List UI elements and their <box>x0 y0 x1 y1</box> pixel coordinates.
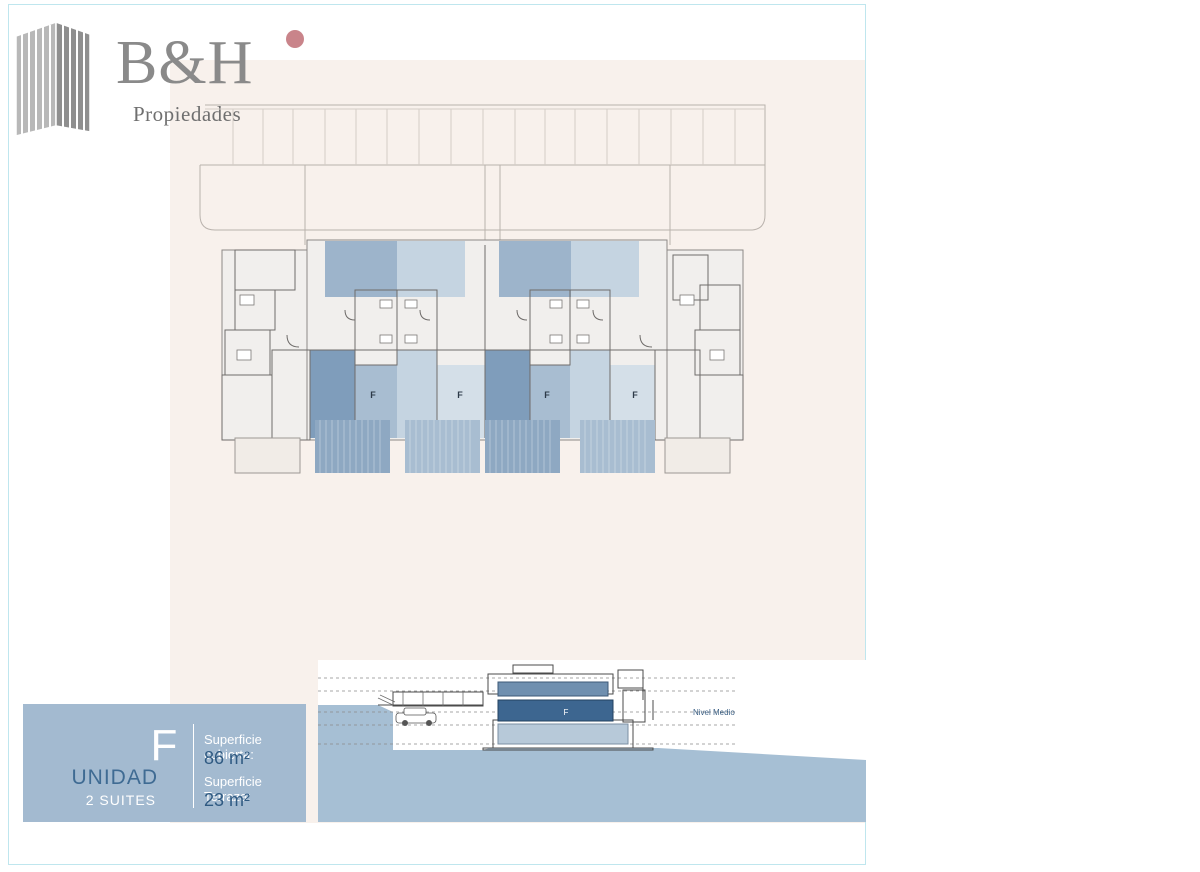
terrace-decking <box>319 420 646 473</box>
covered-area-label: Superficie cubierta: <box>204 732 262 762</box>
terrace-area-label: Superficie Terraza: <box>204 774 262 804</box>
upper-level-band <box>497 681 609 697</box>
unit-label: F <box>370 390 376 400</box>
terraces <box>234 420 731 474</box>
info-divider <box>193 724 194 808</box>
brand-logo: B&H Propiedades <box>12 14 312 144</box>
highlight-unit-band <box>497 699 614 722</box>
brand-subtitle: Propiedades <box>133 102 242 126</box>
section-unit-label: F <box>564 708 569 717</box>
ramp-lines <box>377 692 464 706</box>
car-icon <box>395 707 437 726</box>
unit-info-panel: F UNIDAD 2 SUITES Superficie cubierta: 8… <box>23 704 306 822</box>
section-diagram: F Nivel Medio <box>318 660 866 822</box>
brand-name: B&H <box>116 29 254 97</box>
suites-label: 2 SUITES <box>85 792 156 808</box>
parking-stall-lines <box>205 108 765 165</box>
fixtures <box>236 294 725 361</box>
brand-dot <box>286 30 304 48</box>
level-label: Nivel Medio <box>693 708 735 717</box>
unit-label: F <box>632 390 638 400</box>
lower-level-band <box>497 723 629 745</box>
terrace-area-value: 23 m² <box>204 790 251 810</box>
ground-terrain <box>318 705 866 822</box>
building-logo-icon <box>15 20 91 137</box>
floor-plan: F F F F <box>199 104 766 474</box>
unit-label: F <box>544 390 550 400</box>
covered-area-value: 86 m² <box>204 748 251 768</box>
unit-label: F <box>457 390 463 400</box>
unidad-label: UNIDAD <box>71 766 158 789</box>
unit-letter: F <box>150 721 178 770</box>
interior-walls <box>221 245 744 441</box>
